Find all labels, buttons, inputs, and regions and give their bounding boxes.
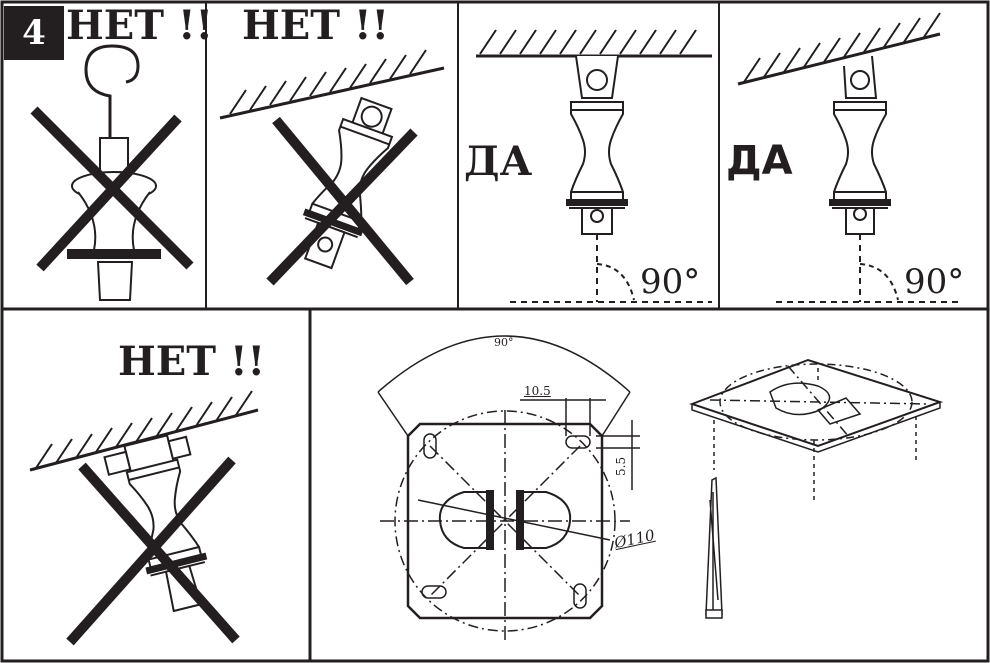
verdict-no-side-bolt: НЕТ !!	[118, 338, 266, 385]
side-bolt-bad-illustration	[29, 390, 259, 646]
flat-ok-illustration	[476, 29, 712, 303]
verdict-no-hook: НЕТ !!	[66, 2, 214, 49]
tilted-ok-illustration	[737, 12, 962, 303]
isometric-plate	[689, 358, 944, 500]
angle-label-flat: 90°	[640, 262, 701, 302]
mounting-plate-drawing	[377, 335, 640, 640]
dimension-height: 5.5	[614, 456, 628, 476]
step-number-badge: 4	[4, 6, 64, 60]
tilted-bad-illustration	[219, 49, 445, 286]
angle-label-tilted: 90°	[904, 262, 965, 302]
verdict-yes-tilted: ДА	[726, 138, 793, 184]
pencil-icon	[705, 476, 723, 619]
hook-mount-illustration	[30, 44, 194, 301]
dimension-width: 10.5	[524, 384, 551, 398]
verdict-no-tilted: НЕТ !!	[242, 2, 390, 49]
drawing-angle-label: 90°	[494, 336, 514, 349]
verdict-yes-flat: ДА	[464, 138, 533, 185]
